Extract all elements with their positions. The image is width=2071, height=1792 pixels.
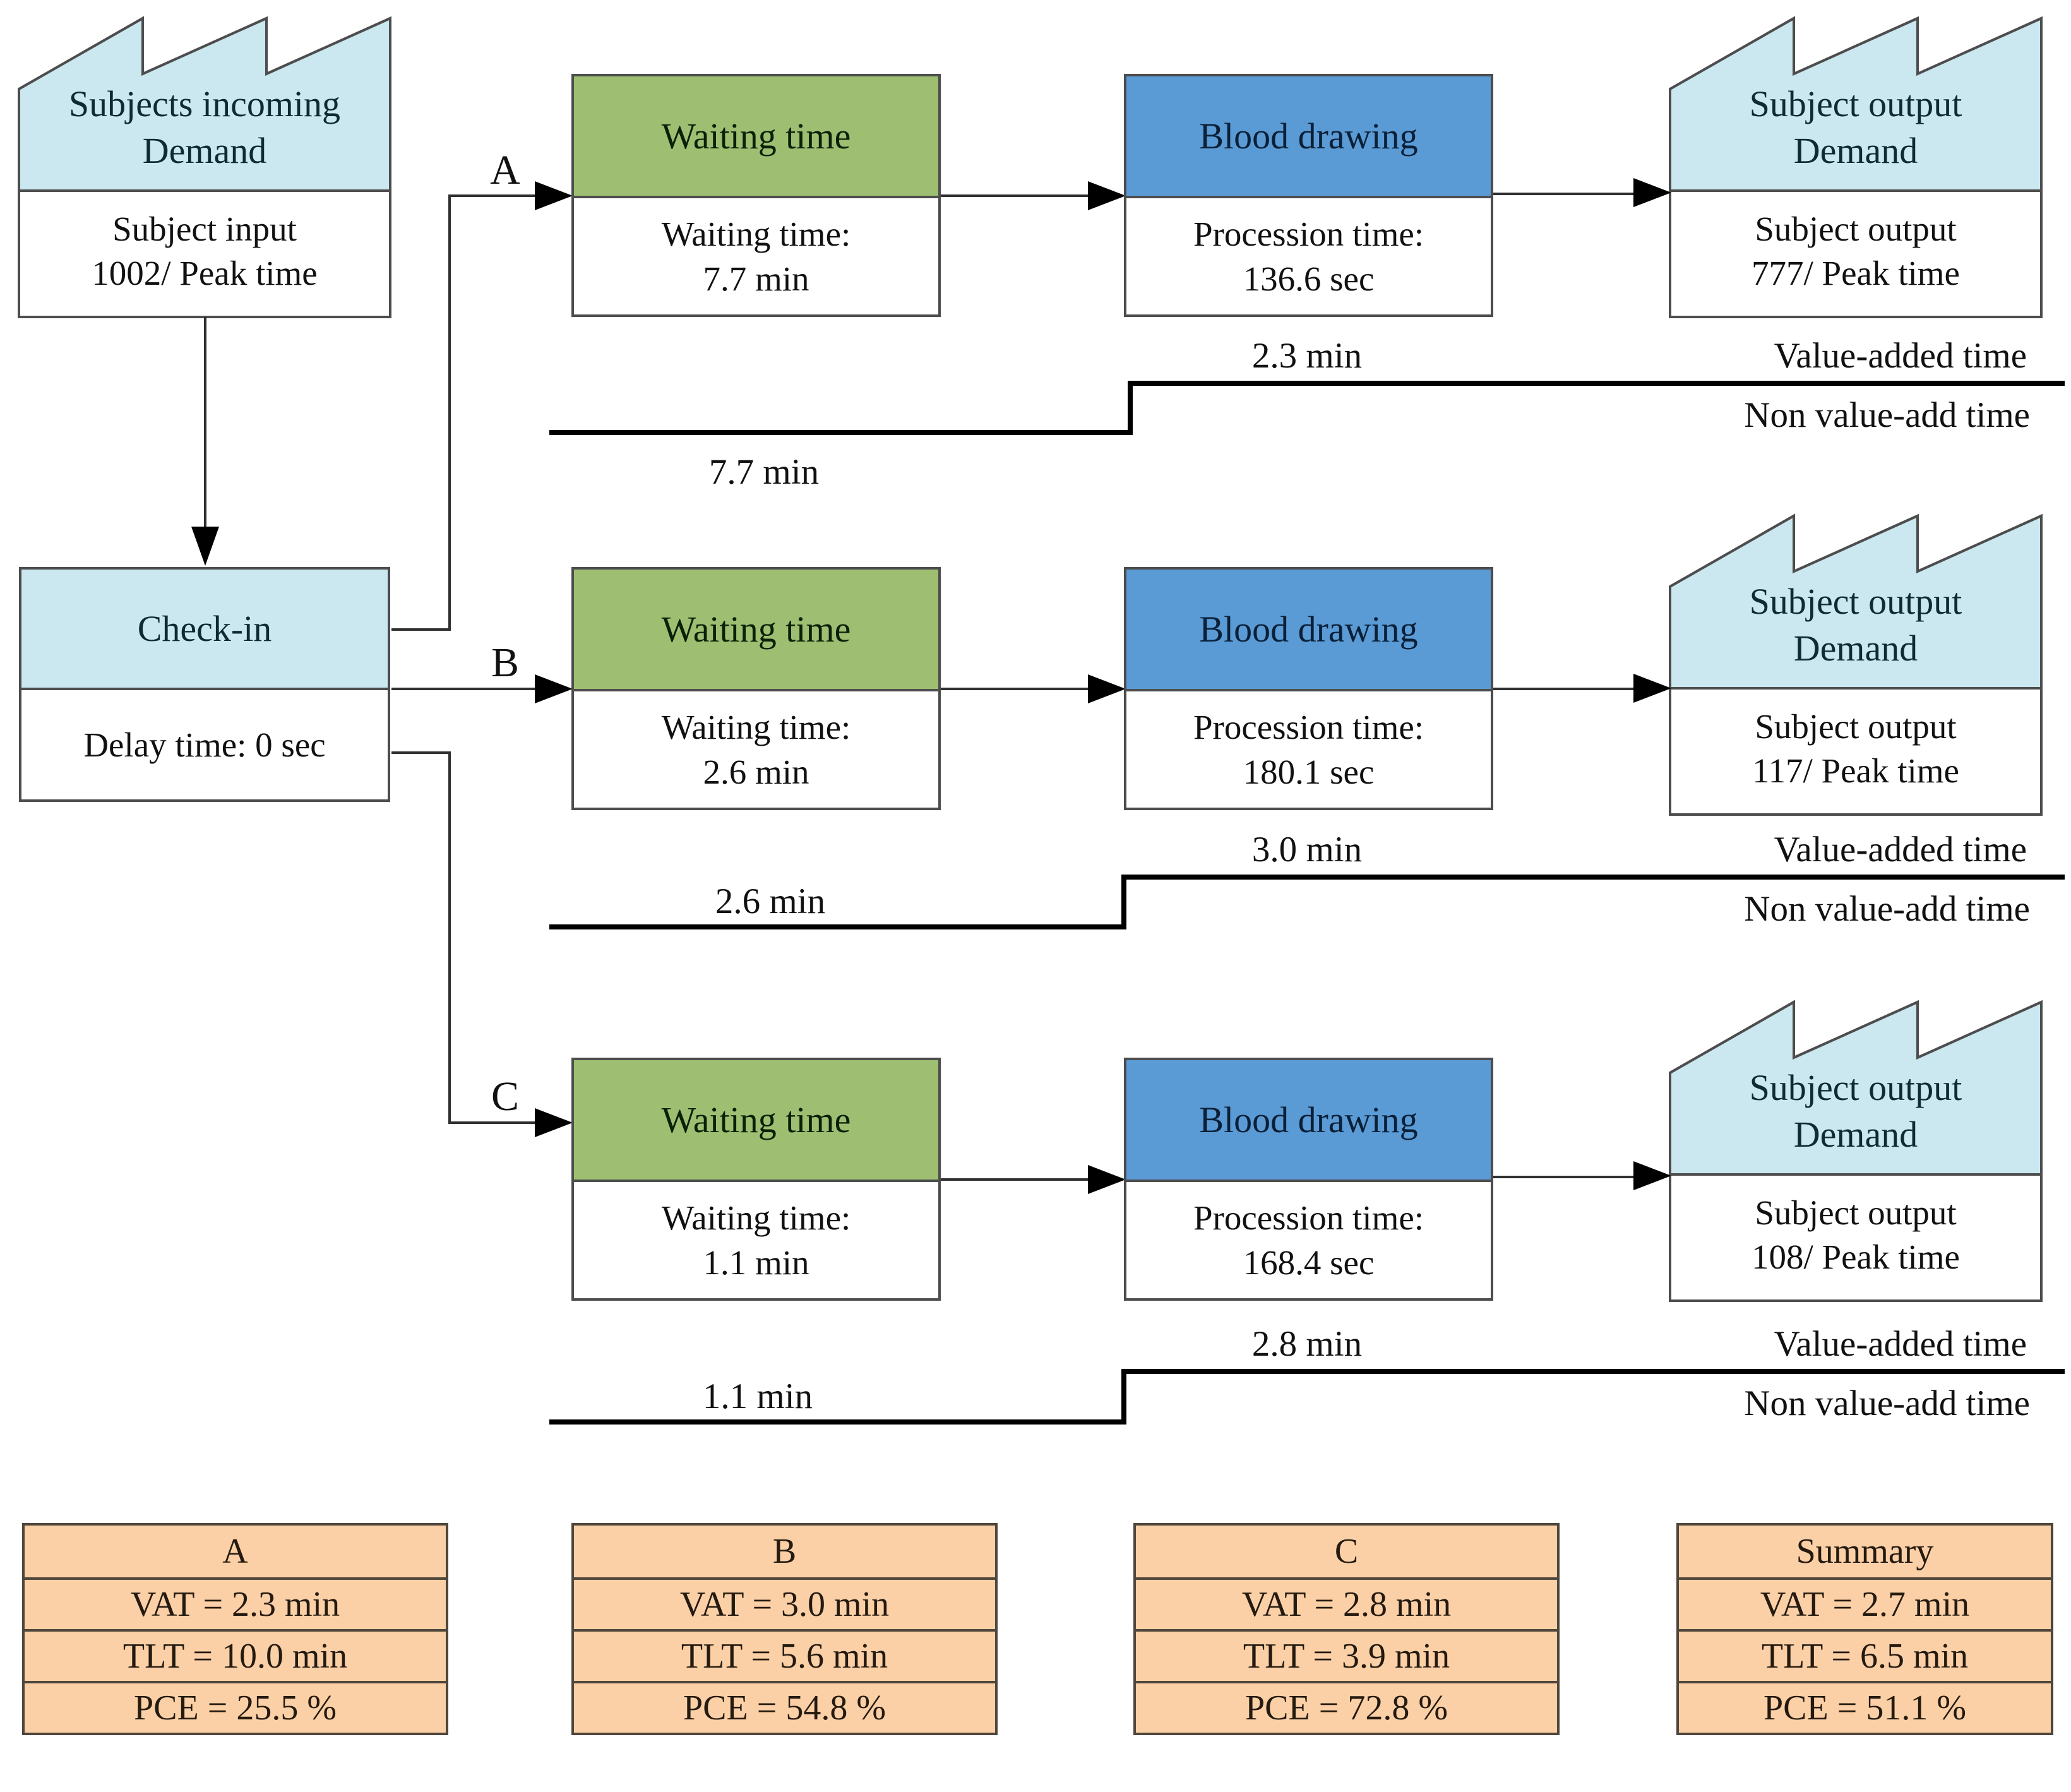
summary-table-b-title: B: [772, 1532, 797, 1571]
summary-table-a-tlt: TLT = 10.0 min: [25, 1629, 446, 1681]
timeline-c: [549, 1369, 2065, 1425]
process-node-c: Blood drawing Procession time: 168.4 sec: [1124, 1058, 1493, 1301]
factory-icon-input: [18, 16, 391, 318]
summary-table-total-pce: PCE = 51.1 %: [1679, 1681, 2051, 1733]
waiting-node-b-title: Waiting time: [574, 570, 938, 691]
timeline-c-va-caption: Value-added time: [1774, 1324, 2027, 1364]
summary-table-a: A VAT = 2.3 min TLT = 10.0 min PCE = 25.…: [22, 1523, 448, 1735]
arrowhead-branch-b: [535, 674, 573, 703]
arrowhead-b-wait-to-blood: [1088, 674, 1126, 703]
arrowhead-branch-c: [535, 1108, 573, 1137]
summary-table-b-tlt: TLT = 5.6 min: [574, 1629, 995, 1681]
factory-icon-output-a: [1669, 16, 2043, 318]
factory-icon-output-b: [1669, 513, 2043, 816]
waiting-node-a-title: Waiting time: [574, 76, 938, 198]
summary-table-b-pce: PCE = 54.8 %: [574, 1681, 995, 1733]
timeline-a-nva-value: 7.7 min: [708, 452, 820, 492]
checkin-title: Check-in: [21, 570, 388, 690]
waiting-node-c: Waiting time Waiting time: 1.1 min: [571, 1058, 941, 1301]
process-node-b: Blood drawing Procession time: 180.1 sec: [1124, 567, 1493, 810]
input-factory-body: Subject input 1002/ Peak time: [92, 210, 318, 293]
output-factory-b-title: Subject output Demand: [1749, 581, 1962, 669]
timeline-b-va-caption: Value-added time: [1774, 830, 2027, 869]
input-factory-title: Subjects incoming Demand: [68, 83, 341, 172]
branch-label-c: C: [491, 1073, 520, 1120]
output-factory-a-title: Subject output Demand: [1749, 83, 1962, 172]
process-node-a: Blood drawing Procession time: 136.6 sec: [1124, 74, 1493, 317]
timeline-a: [549, 381, 2065, 435]
timeline-b-nva-value: 2.6 min: [715, 881, 826, 921]
process-node-c-body: Procession time: 168.4 sec: [1126, 1182, 1491, 1298]
arrowhead-branch-a: [535, 181, 573, 210]
summary-table-total-vat: VAT = 2.7 min: [1679, 1577, 2051, 1629]
checkin-node: Check-in Delay time: 0 sec: [19, 567, 390, 802]
process-node-b-body: Procession time: 180.1 sec: [1126, 691, 1491, 808]
timeline-c-va-value: 2.8 min: [1251, 1324, 1363, 1364]
output-factory-a-body: Subject output 777/ Peak time: [1752, 210, 1960, 293]
timeline-b: [549, 875, 2065, 929]
timeline-b-nva-caption: Non value-add time: [1744, 889, 2030, 929]
summary-table-total-title: Summary: [1796, 1532, 1934, 1571]
arrowhead-b-blood-to-output: [1633, 674, 1671, 703]
process-node-c-title: Blood drawing: [1126, 1060, 1491, 1182]
summary-table-a-title: A: [222, 1532, 248, 1571]
summary-table-total-tlt: TLT = 6.5 min: [1679, 1629, 2051, 1681]
waiting-node-b: Waiting time Waiting time: 2.6 min: [571, 567, 941, 810]
arrowhead-c-blood-to-output: [1633, 1161, 1671, 1190]
timeline-c-nva-caption: Non value-add time: [1744, 1383, 2030, 1423]
summary-table-b-vat: VAT = 3.0 min: [574, 1577, 995, 1629]
branch-label-a: A: [490, 147, 520, 193]
output-factory-b-body: Subject output 117/ Peak time: [1752, 707, 1959, 791]
summary-table-c-pce: PCE = 72.8 %: [1136, 1681, 1557, 1733]
timeline-a-va-value: 2.3 min: [1251, 336, 1363, 376]
summary-table-c-tlt: TLT = 3.9 min: [1136, 1629, 1557, 1681]
connector-branch-a: [391, 194, 536, 631]
connector-branch-c: [391, 751, 536, 1124]
summary-table-c-vat: VAT = 2.8 min: [1136, 1577, 1557, 1629]
output-factory-c-body: Subject output 108/ Peak time: [1752, 1193, 1960, 1277]
arrowhead-a-wait-to-blood: [1088, 181, 1126, 210]
waiting-node-b-body: Waiting time: 2.6 min: [574, 691, 938, 808]
timeline-c-nva-value: 1.1 min: [702, 1377, 813, 1416]
checkin-body: Delay time: 0 sec: [21, 690, 388, 799]
timeline-a-nva-caption: Non value-add time: [1744, 395, 2030, 435]
process-node-a-title: Blood drawing: [1126, 76, 1491, 198]
summary-table-total: Summary VAT = 2.7 min TLT = 6.5 min PCE …: [1676, 1523, 2053, 1735]
arrowhead-c-wait-to-blood: [1088, 1165, 1126, 1194]
process-node-a-body: Procession time: 136.6 sec: [1126, 198, 1491, 314]
arrowhead-input-to-checkin: [191, 527, 219, 566]
timeline-a-va-caption: Value-added time: [1774, 336, 2027, 376]
waiting-node-a-body: Waiting time: 7.7 min: [574, 198, 938, 314]
summary-table-a-pce: PCE = 25.5 %: [25, 1681, 446, 1733]
process-node-b-title: Blood drawing: [1126, 570, 1491, 691]
output-factory-c-title: Subject output Demand: [1749, 1067, 1962, 1156]
waiting-node-a: Waiting time Waiting time: 7.7 min: [571, 74, 941, 317]
summary-table-a-vat: VAT = 2.3 min: [25, 1577, 446, 1629]
waiting-node-c-title: Waiting time: [574, 1060, 938, 1182]
summary-table-b: B VAT = 3.0 min TLT = 5.6 min PCE = 54.8…: [571, 1523, 998, 1735]
timeline-b-va-value: 3.0 min: [1251, 830, 1363, 869]
summary-table-c: C VAT = 2.8 min TLT = 3.9 min PCE = 72.8…: [1133, 1523, 1560, 1735]
branch-label-b: B: [491, 640, 520, 686]
factory-icon-output-c: [1669, 1000, 2043, 1302]
arrowhead-a-blood-to-output: [1633, 178, 1671, 207]
waiting-node-c-body: Waiting time: 1.1 min: [574, 1182, 938, 1298]
summary-table-c-title: C: [1334, 1532, 1359, 1571]
